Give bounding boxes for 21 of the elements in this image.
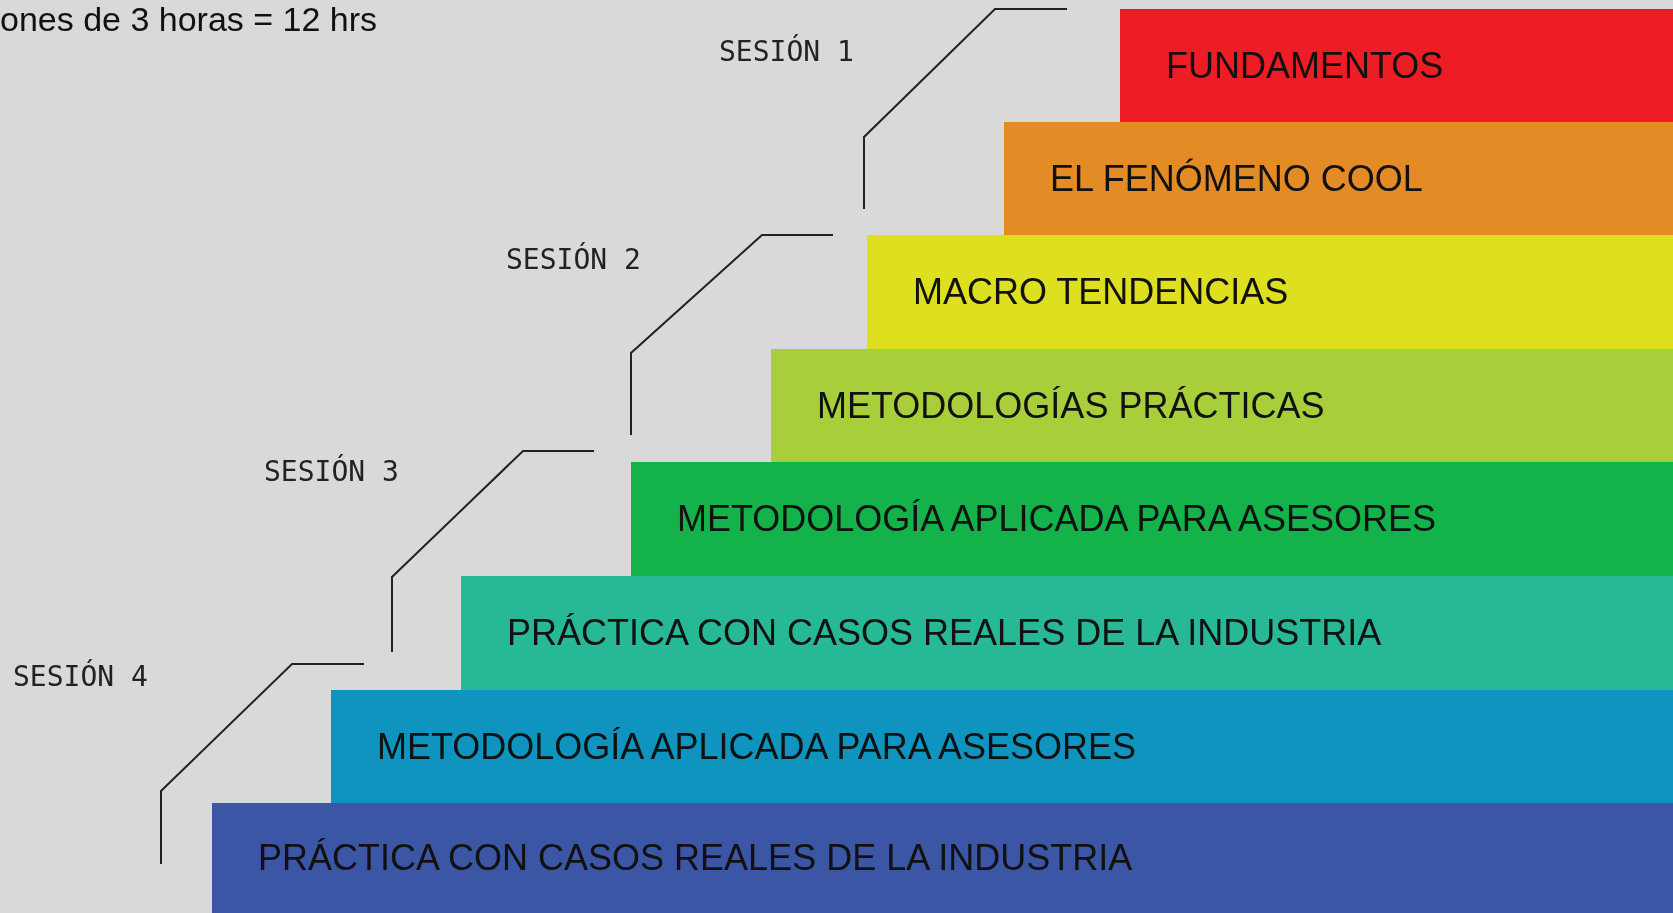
- step-title: METODOLOGÍA APLICADA PARA ASESORES: [677, 498, 1436, 540]
- step-title: EL FENÓMENO COOL: [1050, 157, 1423, 200]
- session-label: SESIÓN 4: [13, 660, 148, 693]
- step-band: [1004, 122, 1673, 235]
- step-title: MACRO TENDENCIAS: [913, 271, 1289, 313]
- session-label: SESIÓN 2: [506, 243, 641, 276]
- step-title: METODOLOGÍAS PRÁCTICAS: [817, 384, 1325, 427]
- step-band: [331, 690, 1673, 803]
- step-title: PRÁCTICA CON CASOS REALES DE LA INDUSTRIA: [258, 837, 1133, 879]
- step-band: [461, 576, 1673, 690]
- step-band: [867, 235, 1673, 349]
- step-band: [771, 349, 1673, 462]
- session-label: SESIÓN 3: [264, 455, 399, 488]
- step-title: PRÁCTICA CON CASOS REALES DE LA INDUSTRIA: [507, 612, 1382, 654]
- step-band: [1120, 9, 1673, 122]
- step-band: [631, 462, 1673, 576]
- heading-note: ones de 3 horas = 12 hrs: [0, 0, 378, 39]
- step-title: METODOLOGÍA APLICADA PARA ASESORES: [377, 725, 1136, 768]
- step-band: [212, 803, 1673, 913]
- session-label: SESIÓN 1: [719, 35, 854, 68]
- step-title: FUNDAMENTOS: [1166, 44, 1444, 87]
